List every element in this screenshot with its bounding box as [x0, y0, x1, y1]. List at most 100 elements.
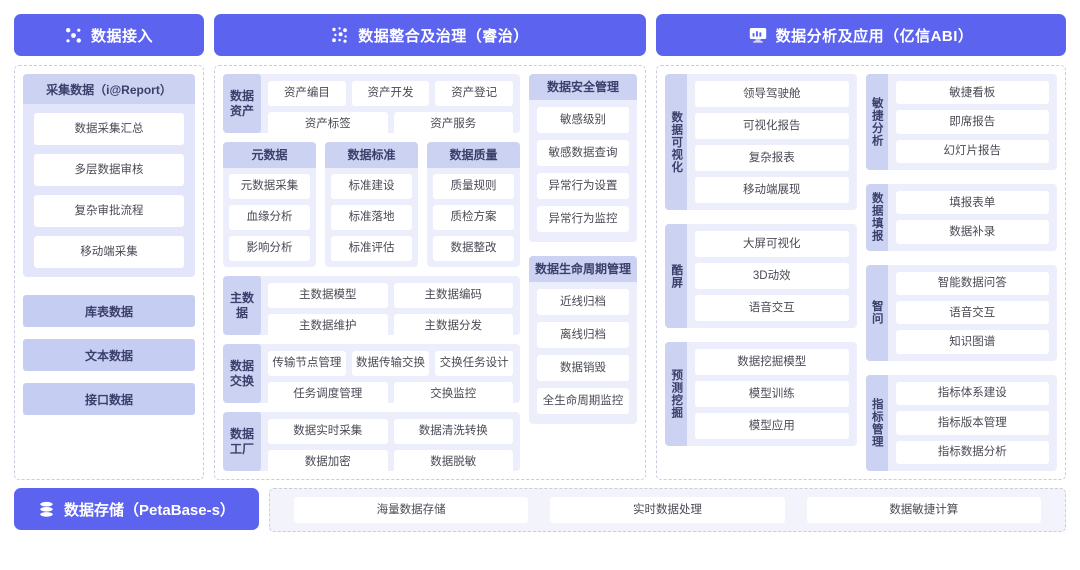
list-item[interactable]: 标准评估 [331, 236, 412, 261]
list-item[interactable]: 主数据模型 [268, 283, 388, 308]
list-item[interactable]: 资产服务 [393, 112, 513, 133]
list-item[interactable]: 异常行为监控 [537, 206, 629, 232]
list-item[interactable]: 填报表单 [895, 191, 1049, 215]
list-item[interactable]: 模型训练 [695, 381, 849, 407]
governance-stack: 数据资产 资产编目 资产开发 资产登记 资产标签 资产服务 [223, 74, 520, 471]
list-item[interactable]: 元数据采集 [229, 174, 310, 199]
group-metadata: 元数据 元数据采集 血缘分析 影响分析 [223, 142, 316, 267]
list-item[interactable]: 交换任务设计 [435, 351, 514, 376]
list-item[interactable]: 数据采集汇总 [34, 113, 184, 145]
group-caption: 酷屏 [665, 224, 687, 328]
list-item[interactable]: 标准落地 [331, 205, 412, 230]
list-item[interactable]: 实时数据处理 [550, 497, 785, 523]
list-item[interactable]: 主数据维护 [268, 314, 388, 335]
group-caption: 预测挖掘 [665, 342, 687, 446]
storage-button[interactable]: 数据存储（PetaBase-s） [14, 488, 259, 530]
security-column: 数据安全管理 敏感级别 敏感数据查询 异常行为设置 异常行为监控 数据生命周期管… [529, 74, 637, 471]
list-item[interactable]: 语音交互 [895, 301, 1049, 325]
list-item[interactable]: 数据加密 [268, 450, 388, 471]
list-item[interactable]: 全生命周期监控 [537, 388, 629, 414]
list-item[interactable]: 资产标签 [268, 112, 388, 133]
list-item[interactable]: 敏捷看板 [895, 81, 1049, 105]
group-data-asset: 数据资产 资产编目 资产开发 资产登记 资产标签 资产服务 [223, 74, 520, 133]
list-item[interactable]: 异常行为设置 [537, 173, 629, 199]
list-item[interactable]: 可视化报告 [695, 113, 849, 139]
list-item[interactable]: 大屏可视化 [695, 231, 849, 257]
group-caption: 数据资产 [223, 74, 261, 133]
header-label: 数据整合及治理（睿治） [358, 27, 529, 45]
collection-card-title: 采集数据（i@Report） [23, 74, 195, 104]
governance-triple-columns: 元数据 元数据采集 血缘分析 影响分析 数据标准 标准建设 标准落地 标准评估 [223, 142, 520, 267]
list-item[interactable]: 任务调度管理 [268, 382, 388, 403]
list-item[interactable]: 离线归档 [537, 322, 629, 348]
list-item[interactable]: 交换监控 [393, 382, 513, 403]
list-item[interactable]: 多层数据审核 [34, 154, 184, 186]
list-item[interactable]: 即席报告 [895, 110, 1049, 134]
list-item[interactable]: 敏感级别 [537, 107, 629, 133]
list-item[interactable]: 移动端采集 [34, 236, 184, 268]
group-data-security-management: 数据安全管理 敏感级别 敏感数据查询 异常行为设置 异常行为监控 [529, 74, 637, 242]
group-cool-screen: 酷屏 大屏可视化 3D动效 语音交互 [665, 224, 857, 328]
panel-data-ingestion: 采集数据（i@Report） 数据采集汇总 多层数据审核 复杂审批流程 移动端采… [14, 65, 204, 480]
analysis-right-column: 敏捷分析 敏捷看板 即席报告 幻灯片报告 数据填报 填报表单 数据补录 智问 [865, 74, 1057, 471]
list-item[interactable]: 资产开发 [351, 81, 430, 106]
list-item[interactable]: 3D动效 [695, 263, 849, 289]
source-type-list: 库表数据 文本数据 接口数据 [23, 295, 195, 415]
list-item[interactable]: 血缘分析 [229, 205, 310, 230]
group-data-visualization: 数据可视化 领导驾驶舱 可视化报告 复杂报表 移动端展现 [665, 74, 857, 210]
list-item[interactable]: 指标体系建设 [895, 381, 1049, 406]
list-item[interactable]: 数据挖掘模型 [695, 349, 849, 375]
group-caption: 主数据 [223, 276, 261, 335]
header-data-analysis[interactable]: 数据分析及应用（亿信ABI） [656, 14, 1066, 56]
list-item[interactable]: 传输节点管理 [268, 351, 346, 376]
list-item[interactable]: 标准建设 [331, 174, 412, 199]
list-item[interactable]: 数据传输交换 [351, 351, 430, 376]
group-agile-analysis: 敏捷分析 敏捷看板 即席报告 幻灯片报告 [865, 74, 1057, 171]
group-predictive-mining: 预测挖掘 数据挖掘模型 模型训练 模型应用 [665, 342, 857, 446]
list-item[interactable]: 敏感数据查询 [537, 140, 629, 166]
list-item[interactable]: 指标版本管理 [895, 411, 1049, 435]
header-row: 数据接入 数据整合及治理（睿治） [0, 0, 1080, 56]
panel-data-analysis: 数据可视化 领导驾驶舱 可视化报告 复杂报表 移动端展现 酷屏 大屏可视化 3D… [656, 65, 1066, 480]
storage-button-label: 数据存储（PetaBase-s） [64, 501, 235, 519]
list-item[interactable]: 数据实时采集 [268, 419, 388, 444]
group-data-lifecycle-management: 数据生命周期管理 近线归档 离线归档 数据销毁 全生命周期监控 [529, 256, 637, 424]
list-item[interactable]: 质量规则 [433, 174, 514, 199]
storage-capability-strip: 海量数据存储 实时数据处理 数据敏捷计算 [269, 488, 1066, 532]
list-item[interactable]: 影响分析 [229, 236, 310, 261]
header-data-ingestion[interactable]: 数据接入 [14, 14, 204, 56]
list-item[interactable]: 资产编目 [268, 81, 346, 106]
source-item-text[interactable]: 文本数据 [23, 339, 195, 371]
list-item[interactable]: 数据整改 [433, 236, 514, 261]
list-item[interactable]: 领导驾驶舱 [695, 81, 849, 107]
group-data-quality: 数据质量 质量规则 质检方案 数据整改 [427, 142, 520, 267]
list-item[interactable]: 近线归档 [537, 289, 629, 315]
collection-card-items: 数据采集汇总 多层数据审核 复杂审批流程 移动端采集 [23, 104, 195, 277]
list-item[interactable]: 模型应用 [695, 413, 849, 439]
source-item-interface[interactable]: 接口数据 [23, 383, 195, 415]
list-item[interactable]: 主数据编码 [393, 283, 513, 308]
group-data-exchange: 数据交换 传输节点管理 数据传输交换 交换任务设计 任务调度管理 交换监控 [223, 344, 520, 403]
list-item[interactable]: 数据清洗转换 [393, 419, 513, 444]
list-item[interactable]: 数据销毁 [537, 355, 629, 381]
list-item[interactable]: 知识图谱 [895, 330, 1049, 354]
list-item[interactable]: 资产登记 [435, 81, 514, 106]
source-item-db-table[interactable]: 库表数据 [23, 295, 195, 327]
list-item[interactable]: 移动端展现 [695, 177, 849, 203]
header-data-governance[interactable]: 数据整合及治理（睿治） [214, 14, 646, 56]
storage-row: 数据存储（PetaBase-s） 海量数据存储 实时数据处理 数据敏捷计算 [0, 480, 1080, 544]
list-item[interactable]: 复杂审批流程 [34, 195, 184, 227]
list-item[interactable]: 海量数据存储 [294, 497, 529, 523]
group-caption: 数据填报 [865, 184, 888, 251]
list-item[interactable]: 智能数据问答 [895, 271, 1049, 296]
list-item[interactable]: 指标数据分析 [895, 440, 1049, 464]
list-item[interactable]: 主数据分发 [393, 314, 513, 335]
list-item[interactable]: 数据敏捷计算 [806, 497, 1041, 523]
list-item[interactable]: 数据脱敏 [393, 450, 513, 471]
list-item[interactable]: 数据补录 [895, 220, 1049, 244]
list-item[interactable]: 幻灯片报告 [895, 139, 1049, 164]
list-item[interactable]: 语音交互 [695, 295, 849, 321]
list-item[interactable]: 质检方案 [433, 205, 514, 230]
list-item[interactable]: 复杂报表 [695, 145, 849, 171]
